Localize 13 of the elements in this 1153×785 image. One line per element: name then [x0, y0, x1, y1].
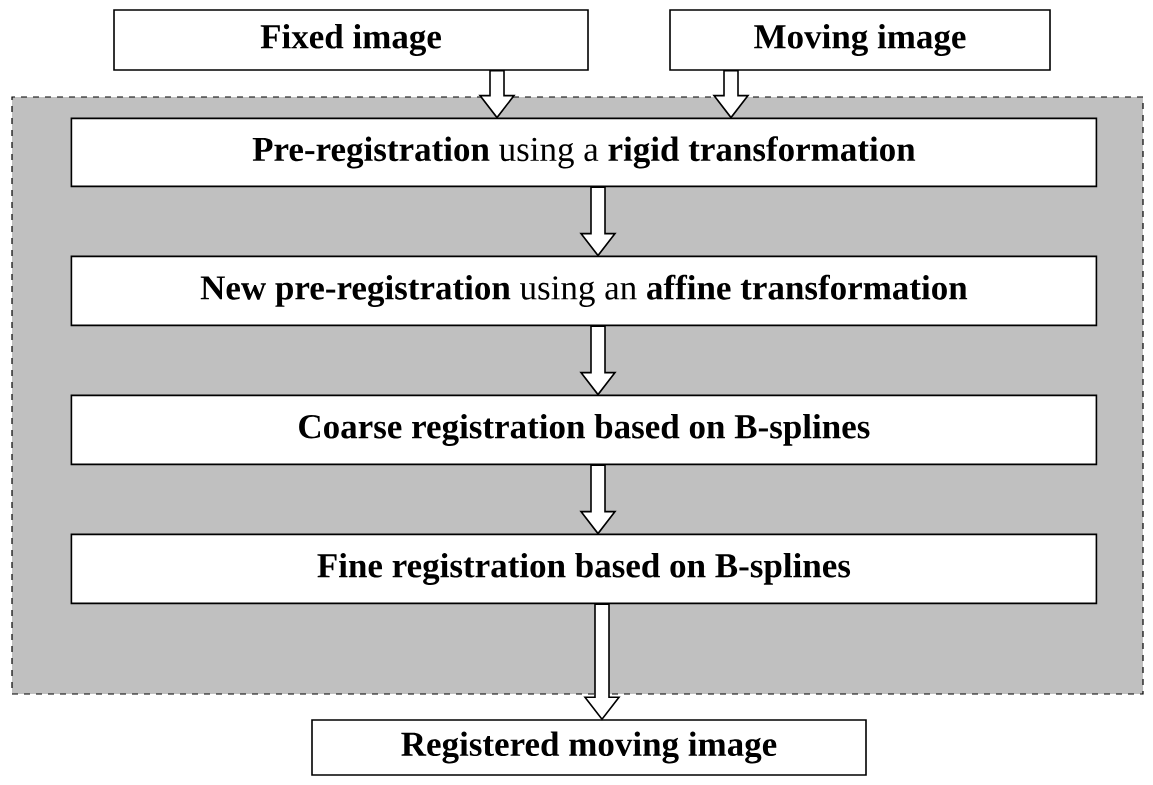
image-box: Fixed image — [113, 9, 589, 71]
arrow — [478, 70, 516, 119]
arrow — [579, 186, 617, 257]
arrow — [579, 325, 617, 396]
process-box: Coarse registration based on B-splines — [70, 394, 1098, 466]
arrow — [579, 464, 617, 535]
process-box: Fine registration based on B-splines — [70, 533, 1098, 605]
arrow — [712, 70, 750, 119]
process-box: New pre-registration using an affine transformation — [70, 255, 1098, 327]
process-box: Pre-registration using a rigid transformation — [70, 117, 1098, 188]
image-box: Registered moving image — [311, 719, 867, 776]
arrow — [583, 603, 621, 721]
image-box: Moving image — [669, 9, 1051, 71]
